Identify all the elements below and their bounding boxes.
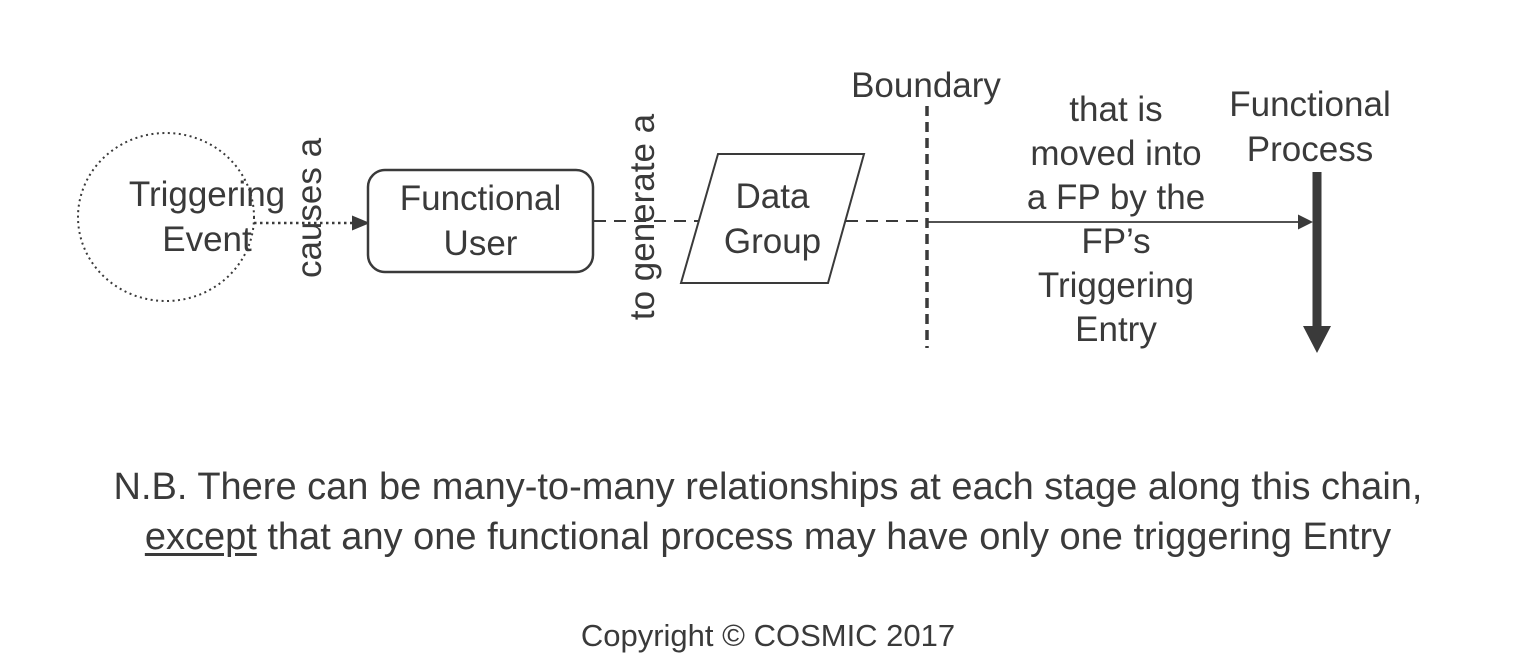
data-group-label: Data Group bbox=[681, 174, 864, 264]
entry-description-line3: a FP by the bbox=[1026, 178, 1206, 217]
data-group-line2: Group bbox=[723, 222, 822, 261]
functional-process-arrowhead-icon bbox=[1303, 326, 1331, 353]
data-group-parallelogram bbox=[679, 153, 866, 284]
nb-note-except: except bbox=[144, 516, 257, 558]
data-group-line1: Data bbox=[735, 177, 810, 216]
entry-arrowhead-icon bbox=[1298, 214, 1313, 230]
causes-arrowhead-icon bbox=[352, 215, 370, 231]
entry-description: that is moved into a FP by the FP’s Trig… bbox=[1004, 88, 1228, 352]
functional-user-line2: User bbox=[443, 224, 518, 263]
boundary-label: Boundary bbox=[851, 66, 1001, 105]
functional-process-line1: Functional bbox=[1229, 85, 1391, 124]
copyright-text: Copyright © COSMIC 2017 bbox=[580, 618, 956, 653]
entry-description-line2: moved into bbox=[1030, 134, 1202, 173]
entry-description-line6: Entry bbox=[1075, 310, 1157, 349]
causes-a-label: causes a bbox=[290, 137, 329, 279]
to-generate-a-label: to generate a bbox=[623, 113, 662, 321]
functional-user-label: Functional User bbox=[368, 176, 593, 266]
functional-process-label: Functional Process bbox=[1210, 82, 1410, 172]
triggering-event-line2: Event bbox=[162, 220, 252, 259]
nb-note-line2-rest: that any one functional process may have… bbox=[256, 516, 1392, 558]
triggering-event-line1: Triggering bbox=[128, 175, 286, 214]
entry-description-line4: FP’s bbox=[1081, 222, 1151, 261]
functional-process-line2: Process bbox=[1246, 130, 1374, 169]
entry-description-line1: that is bbox=[1069, 90, 1163, 129]
entry-description-line5: Triggering bbox=[1037, 266, 1195, 305]
functional-user-box bbox=[366, 168, 595, 274]
nb-note: N.B. There can be many-to-many relations… bbox=[0, 462, 1536, 562]
nb-note-line1: N.B. There can be many-to-many relations… bbox=[113, 466, 1423, 508]
nb-note-line2: except that any one functional process m… bbox=[0, 512, 1536, 562]
triggering-event-label: Triggering Event bbox=[97, 172, 317, 262]
functional-user-line1: Functional bbox=[399, 179, 562, 218]
triggering-event-circle bbox=[77, 132, 255, 302]
